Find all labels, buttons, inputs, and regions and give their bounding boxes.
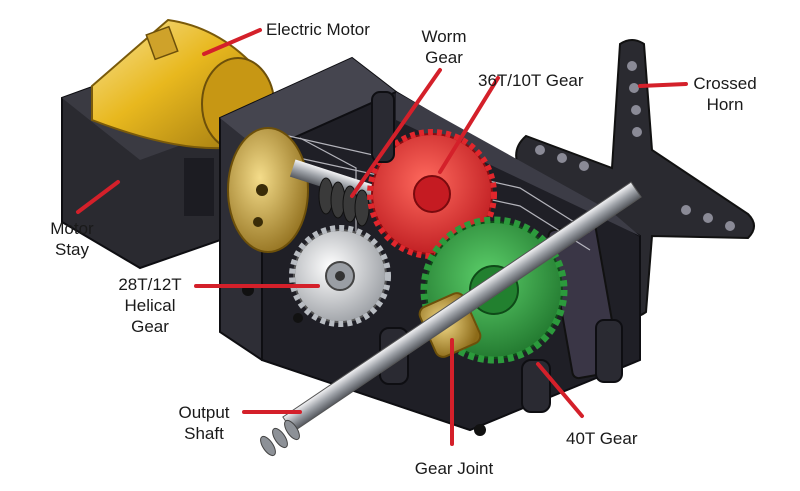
- leader-motor-stay: [76, 180, 120, 214]
- label-electric-motor: Electric Motor: [266, 20, 370, 39]
- label-crossed-horn: Crossed Horn: [693, 74, 757, 114]
- output-shaft-part: [260, 181, 642, 457]
- label-40t-gear: 40T Gear: [566, 429, 638, 448]
- label-36t-gear: 36T/10T Gear: [478, 71, 584, 90]
- leader-worm-gear: [350, 68, 442, 198]
- leader-electric-motor: [202, 28, 262, 56]
- gear-36t-red: [367, 129, 497, 259]
- leader-36t-gear: [438, 76, 500, 174]
- label-gear-joint: Gear Joint: [414, 459, 494, 478]
- label-helical-gear: 28T/12T Helical Gear: [118, 275, 182, 336]
- label-motor-stay: Motor Stay: [50, 219, 94, 259]
- leader-lines: [76, 28, 688, 446]
- crossed-horn: [515, 39, 755, 318]
- label-output-shaft: Output Shaft: [178, 403, 230, 443]
- brass-disk: [227, 127, 309, 253]
- leader-40t-gear: [536, 362, 584, 418]
- leader-crossed-horn: [638, 82, 688, 88]
- gear-28t-silver: [289, 225, 391, 327]
- label-worm-gear: Worm Gear: [421, 27, 467, 67]
